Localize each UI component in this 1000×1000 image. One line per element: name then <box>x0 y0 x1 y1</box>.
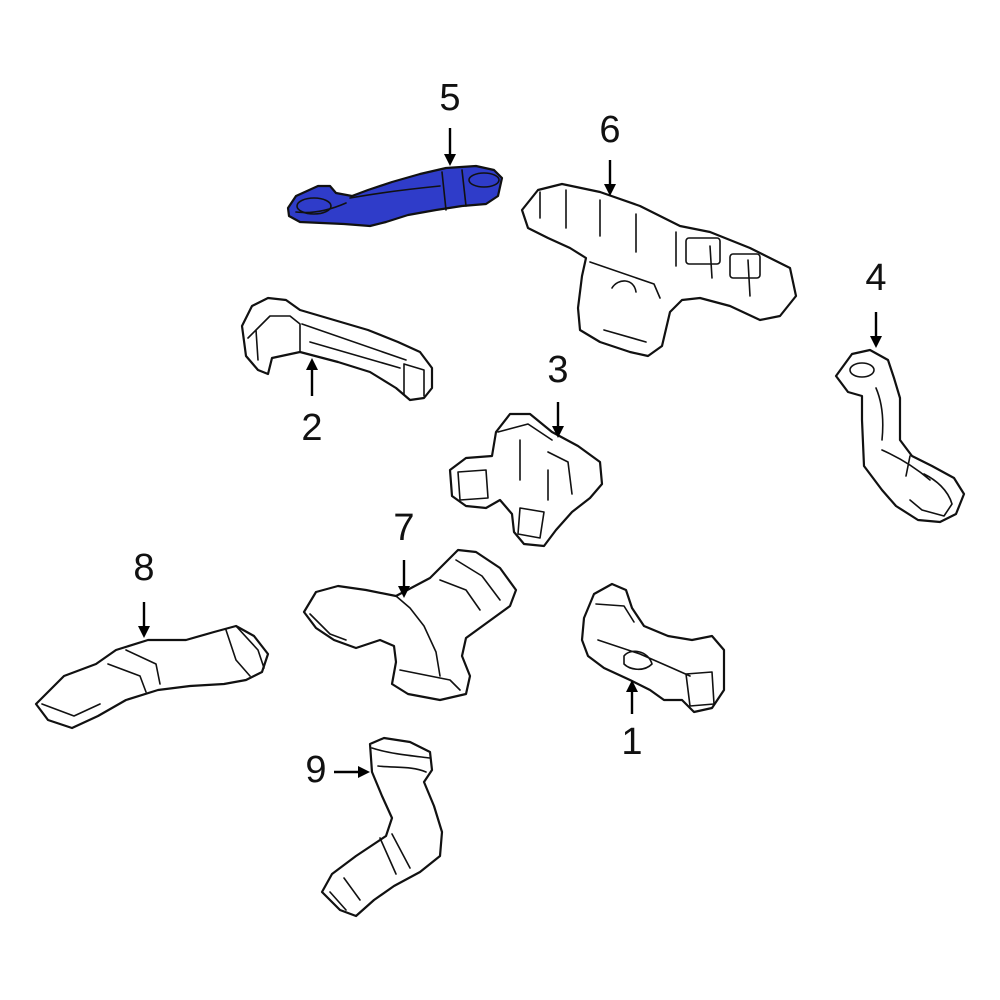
arrow-1-head <box>626 680 638 692</box>
part-7-detail <box>309 559 501 691</box>
part-3-duct[interactable] <box>448 412 604 548</box>
part-5-lip <box>296 197 332 215</box>
part-5-port <box>468 172 500 188</box>
part-2-duct[interactable] <box>240 296 434 402</box>
arrow-3-head <box>552 426 564 438</box>
callout-7: 7 <box>393 507 414 549</box>
part-5-body <box>286 164 504 228</box>
part-1-duct[interactable] <box>580 582 726 714</box>
part-6-body <box>520 182 798 358</box>
part-9-body <box>320 736 444 918</box>
part-9-detail <box>329 747 431 911</box>
callout-labels: 5 6 4 2 3 7 8 1 9 <box>133 77 886 791</box>
part-2-detail <box>247 315 425 397</box>
arrow-4-head <box>870 336 882 348</box>
arrow-7-head <box>398 586 410 598</box>
part-3-detail <box>457 423 573 539</box>
arrow-8-head <box>138 626 150 638</box>
part-8-body <box>34 624 270 730</box>
callout-6: 6 <box>599 109 620 151</box>
part-4-detail <box>875 387 953 517</box>
part-9-duct[interactable] <box>320 736 444 918</box>
part-6-duct[interactable] <box>520 182 798 358</box>
part-4-duct[interactable] <box>834 348 966 524</box>
part-6-vent-b <box>729 253 761 279</box>
callout-arrows <box>138 128 882 778</box>
part-3-body <box>448 412 604 548</box>
part-1-detail <box>595 603 715 707</box>
callout-1: 1 <box>621 721 642 763</box>
part-7-duct[interactable] <box>302 548 518 702</box>
part-4-port <box>849 362 875 378</box>
part-5-edge <box>295 169 467 214</box>
callout-3: 3 <box>547 349 568 391</box>
part-5-duct[interactable] <box>286 164 504 228</box>
part-7-body <box>302 548 518 702</box>
part-6-vent-a <box>685 237 721 265</box>
arrow-5-head <box>444 154 456 166</box>
arrow-2-head <box>306 358 318 370</box>
arrow-6-head <box>604 184 616 196</box>
callout-5: 5 <box>439 77 460 119</box>
part-8-duct[interactable] <box>34 624 270 730</box>
callout-2: 2 <box>301 407 322 449</box>
part-8-detail <box>41 625 265 717</box>
callout-4: 4 <box>865 257 886 299</box>
callout-9: 9 <box>305 749 326 791</box>
part-1-body <box>580 582 726 714</box>
callout-8: 8 <box>133 547 154 589</box>
arrow-9-head <box>358 766 370 778</box>
